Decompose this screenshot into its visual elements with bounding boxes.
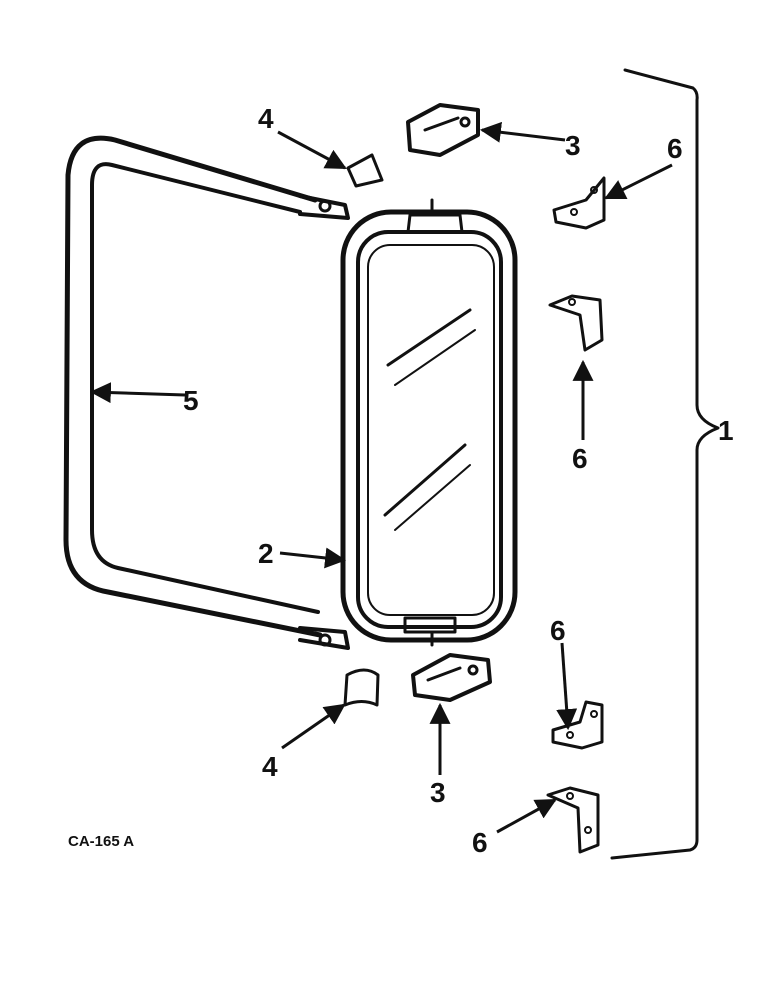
mirror-arm-part-5 (63, 135, 350, 650)
bracket-1-part-6 (552, 176, 606, 230)
assembly-brace (610, 68, 720, 860)
callout-6-bracket-2: 6 (572, 443, 588, 474)
callout-4-upper: 4 (258, 103, 274, 134)
cap-upper-part-4 (346, 153, 384, 188)
callout-1-assembly: 1 (718, 415, 734, 446)
bracket-3-part-6 (551, 700, 604, 750)
callout-2-mirror-head: 2 (258, 538, 274, 569)
callout-6-bracket-1: 6 (667, 133, 683, 164)
bracket-2-part-6 (548, 294, 604, 352)
callout-4-lower: 4 (262, 751, 278, 782)
mirror-head-part-2 (340, 198, 518, 647)
clamp-lower-part-3 (411, 653, 492, 702)
callout-3-upper: 3 (565, 130, 581, 161)
figure-code: CA-165 A (68, 833, 134, 850)
leader-lines (89, 121, 673, 834)
bracket-4-part-6 (546, 786, 600, 854)
clamp-upper-part-3 (406, 103, 480, 157)
cap-lower-part-4 (343, 668, 380, 707)
callout-3-lower: 3 (430, 777, 446, 808)
callout-6-bracket-3: 6 (550, 615, 566, 646)
callout-5-arm: 5 (183, 385, 199, 416)
callout-6-bracket-4: 6 (472, 827, 488, 858)
